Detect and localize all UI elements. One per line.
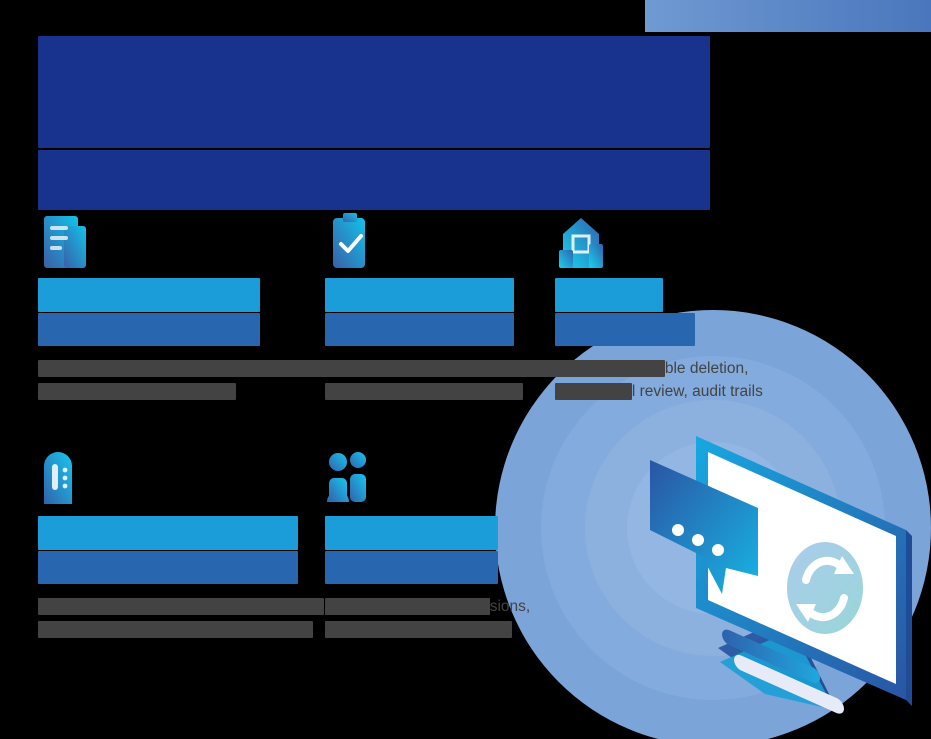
card-subheading: ███████████ (325, 312, 515, 347)
card-row-1: █████████████ █████████████ ████████████… (0, 212, 931, 450)
feature-card[interactable]: ██████████ ██████████ ███████████████sio… (325, 450, 575, 641)
card-heading: ██████████ (325, 516, 498, 550)
card-body-redacted: █████████████████ (325, 620, 512, 638)
card-body-line: ██████████████████ (325, 382, 523, 400)
card-body-redacted: ███████ (555, 382, 632, 400)
card-body: ██████████████████████████ █████████████… (38, 596, 324, 641)
card-body-line: ██████████████████ (38, 382, 236, 400)
document-list-icon (38, 212, 104, 274)
card-heading: ███████████ (325, 278, 515, 312)
feature-card-grid: █████████████ █████████████ ████████████… (0, 212, 931, 688)
feature-card[interactable]: ███████████ ███████████ ████████████████… (325, 212, 644, 403)
lock-shield-icon (38, 450, 104, 512)
card-subheading: ████████ (555, 312, 696, 347)
card-heading: ██████████████████ (38, 516, 298, 550)
card-row-2: ██████████████████ ██████████████████ ██… (0, 450, 931, 688)
card-body-visible: ble deletion, (664, 360, 749, 378)
card-body-line: █████████████████████████ (38, 620, 313, 638)
card-heading: ██████ (555, 278, 663, 312)
archive-box-icon (555, 212, 621, 274)
card-heading: █████████████ (38, 278, 260, 312)
feature-card[interactable]: █████████████ █████████████ ████████████… (38, 212, 357, 403)
page-subtitle: ██████████ (280, 168, 411, 197)
card-subheading: ██████████ (325, 550, 498, 585)
card-body: █████████████████████████████ ██████████… (325, 358, 644, 403)
isometric-monitor-sync-illustration (630, 418, 930, 718)
users-group-icon (325, 450, 391, 512)
card-body-redacted: ██████████ (555, 360, 665, 378)
card-body-redacted: ███████████████ (325, 598, 490, 616)
card-body: ███████████████sions, █████████████████ (325, 596, 575, 641)
card-body-visible: l review, audit trails (631, 382, 763, 400)
card-subheading: ██████████████████ (38, 550, 298, 585)
card-body-line: █████████████████████████████ (38, 360, 357, 378)
card-body-visible: sions, (489, 598, 531, 616)
card-body: █████████████████████████████ ██████████… (38, 358, 357, 403)
clipboard-check-icon (325, 212, 391, 274)
card-subheading: █████████████ (38, 312, 260, 347)
top-accent-bar (645, 0, 931, 32)
feature-card[interactable]: ██████ ████████ ██████████ble deletion, … (555, 212, 805, 403)
card-body: ██████████ble deletion, ███████l review,… (555, 358, 805, 403)
page-title-line-1: ██████████ █████████████ (38, 36, 710, 148)
feature-card[interactable]: ██████████████████ ██████████████████ ██… (38, 450, 324, 641)
card-body-line: ██████████████████████████ (38, 598, 324, 616)
